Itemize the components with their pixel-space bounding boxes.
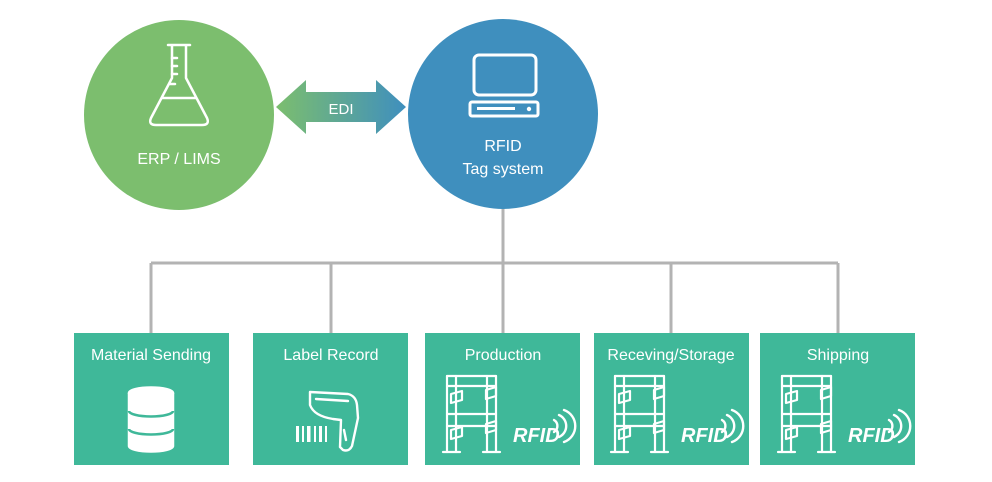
station-production: Production <box>425 333 580 465</box>
erp-lims-node: ERP / LIMS <box>84 20 274 210</box>
edi-double-arrow <box>276 80 406 134</box>
station-receiving-storage: Receving/Storage <box>594 333 749 465</box>
rfid-node-label-line2: Tag system <box>463 161 544 178</box>
station-label-record: Label Record <box>253 333 408 465</box>
rfid-tag-system-node: RFID Tag system <box>408 19 598 209</box>
flask-icon <box>148 43 210 127</box>
connector-lines <box>149 202 840 333</box>
rfid-tag-system-circle <box>408 19 598 209</box>
station-shipping: Shipping <box>760 333 915 465</box>
edi-label: EDI <box>328 101 353 118</box>
station-label: Receving/Storage <box>607 347 734 364</box>
station-material-sending: Material Sending <box>74 333 229 465</box>
erp-lims-circle <box>84 20 274 210</box>
station-label: Label Record <box>283 347 378 364</box>
edi-link: EDI <box>276 80 406 134</box>
computer-icon <box>468 53 540 118</box>
erp-lims-label: ERP / LIMS <box>137 151 220 168</box>
barcode-scanner-icon <box>296 390 360 452</box>
rfid-node-label-line1: RFID <box>484 138 521 155</box>
station-label: Shipping <box>807 347 869 364</box>
barrel-icon <box>127 386 175 453</box>
station-label: Production <box>465 347 542 364</box>
station-label: Material Sending <box>91 347 211 364</box>
